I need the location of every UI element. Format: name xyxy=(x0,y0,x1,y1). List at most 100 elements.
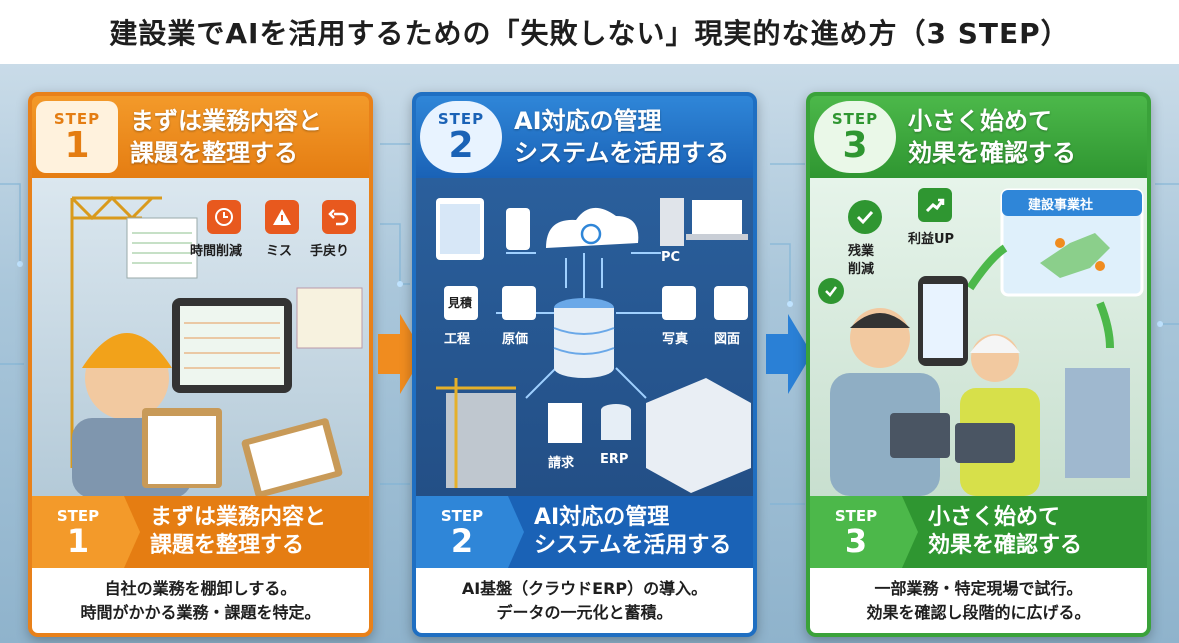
step3-summary-badge: STEP 3 xyxy=(810,496,918,568)
papers-stack xyxy=(296,287,363,349)
step1-badge-number: 1 xyxy=(64,125,90,166)
background: STEP 1 まずは業務内容と 課題を整理する xyxy=(0,64,1179,643)
step2-scene xyxy=(436,198,751,493)
step2-badge: STEP 2 xyxy=(420,101,502,173)
hardhat-icon xyxy=(970,335,1020,353)
step2-summary-label: STEP xyxy=(440,507,484,525)
step1-header: STEP 1 まずは業務内容と 課題を整理する xyxy=(32,96,369,178)
step1-card: STEP 1 まずは業務内容と 課題を整理する xyxy=(28,92,373,637)
step1-summary-badge: STEP 1 xyxy=(32,496,140,568)
map-pin-icon xyxy=(1055,238,1065,248)
worker-body xyxy=(830,373,940,496)
label-reduction: 削減 xyxy=(848,262,875,277)
step3-description: 一部業務・特定現場で試行。 効果を確認し段階的に広げる。 xyxy=(810,568,1147,633)
label-drawing: 図面 xyxy=(714,332,741,347)
down-arrow-icon xyxy=(1096,301,1114,349)
warning-icon xyxy=(265,200,299,234)
step2-badge-number: 2 xyxy=(448,125,474,166)
step3-summary-label: STEP xyxy=(834,507,878,525)
growth-arrow-icon xyxy=(966,244,1008,291)
step3-illustration: 残業 削減 利益UP 建設事業社 xyxy=(810,178,1147,496)
label-cost: 原価 xyxy=(502,332,529,347)
step3-badge: STEP 3 xyxy=(814,101,896,173)
step1-summary-line2: 課題を整理する xyxy=(150,533,305,558)
image-icon xyxy=(714,286,748,320)
step1-summary-number: 1 xyxy=(66,522,90,560)
schedule-doc-icon xyxy=(502,286,536,320)
step2-heading: AI対応の管理 システムを活用する xyxy=(514,105,729,169)
icon-label-mistake: ミス xyxy=(266,244,293,259)
office-building-icon xyxy=(1065,368,1130,478)
step3-heading-line1: 小さく始めて xyxy=(908,107,1052,135)
step2-summary-badge: STEP 2 xyxy=(416,496,524,568)
step1-summary-label: STEP xyxy=(56,507,100,525)
step3-summary-heading: 小さく始めて 効果を確認する xyxy=(928,504,1082,560)
step3-summary-number: 3 xyxy=(844,522,868,560)
step3-desc-line2: 効果を確認し段階的に広げる。 xyxy=(866,602,1091,622)
step3-heading-line2: 効果を確認する xyxy=(908,139,1076,167)
japan-map-icon xyxy=(1040,233,1110,278)
circuit-pattern xyxy=(0,143,1179,505)
arrow-right-icon xyxy=(766,314,812,394)
step1-summary-heading: まずは業務内容と 課題を整理する xyxy=(150,504,326,560)
step3-badge-number: 3 xyxy=(842,125,868,166)
step3-scene xyxy=(830,188,1144,496)
step2-illustration: PC 見積 工程 原価 写真 図面 請求 ERP xyxy=(416,178,753,496)
label-erp: ERP xyxy=(600,452,629,467)
step2-desc-line1: AI基盤（クラウドERP）の導入。 xyxy=(461,578,708,598)
step1-desc-line2: 時間がかかる業務・課題を特定。 xyxy=(80,602,321,622)
step2-summary-heading: AI対応の管理 システムを活用する xyxy=(534,504,731,560)
label-company: 建設事業社 xyxy=(1028,198,1094,213)
step2-card: STEP 2 AI対応の管理 システムを活用する xyxy=(412,92,757,637)
step1-badge: STEP 1 xyxy=(36,101,118,173)
camera-icon xyxy=(662,286,696,320)
sync-icon xyxy=(580,223,602,245)
step3-summary-header: STEP 3 小さく始めて 効果を確認する xyxy=(810,496,1147,568)
phone-device-icon xyxy=(506,208,530,250)
tablet-icon xyxy=(955,423,1015,463)
label-invoice: 請求 xyxy=(548,456,575,471)
icon-label-time: 時間削減 xyxy=(190,244,243,259)
step2-summary-header: STEP 2 AI対応の管理 システムを活用する xyxy=(416,496,753,568)
trend-up-icon xyxy=(918,188,952,222)
tablet-icon xyxy=(890,413,950,458)
icon-label-rework: 手戻り xyxy=(310,244,350,259)
check-icon xyxy=(848,200,882,234)
step2-description: AI基盤（クラウドERP）の導入。 データの一元化と蓄積。 xyxy=(416,568,753,633)
step1-illustration: 時間削減 ミス 手戻り xyxy=(32,178,369,496)
label-schedule: 工程 xyxy=(444,332,471,347)
step3-card: STEP 3 小さく始めて 効果を確認する xyxy=(806,92,1151,637)
step1-heading: まずは業務内容と 課題を整理する xyxy=(130,105,322,169)
step1-summary-line1: まずは業務内容と xyxy=(150,505,327,530)
label-pc: PC xyxy=(661,250,681,265)
label-photo: 写真 xyxy=(662,332,689,347)
map-pin-icon xyxy=(1095,261,1105,271)
label-profit-up: 利益UP xyxy=(908,232,955,247)
step1-heading-line2: 課題を整理する xyxy=(130,139,298,167)
hardhat-icon xyxy=(82,333,172,368)
step1-heading-line1: まずは業務内容と xyxy=(130,107,322,135)
step3-header: STEP 3 小さく始めて 効果を確認する xyxy=(810,96,1147,178)
step1-scene xyxy=(70,195,363,496)
step2-heading-line1: AI対応の管理 xyxy=(514,107,662,135)
step3-desc-line1: 一部業務・特定現場で試行。 xyxy=(874,578,1083,598)
step1-summary-header: STEP 1 まずは業務内容と 課題を整理する xyxy=(32,496,369,568)
laptop-icon xyxy=(692,200,742,234)
undo-icon xyxy=(322,200,356,234)
step3-summary-line2: 効果を確認する xyxy=(928,533,1083,558)
step3-summary-line1: 小さく始めて xyxy=(928,505,1061,530)
step2-heading-line2: システムを活用する xyxy=(514,139,730,167)
step2-desc-line2: データの一元化と蓄積。 xyxy=(496,602,673,622)
office-room-icon xyxy=(646,378,751,493)
step1-badge-label: STEP xyxy=(53,110,101,128)
step2-summary-line2: システムを活用する xyxy=(534,533,732,558)
step3-badge-label: STEP xyxy=(831,110,879,128)
label-estimate: 見積 xyxy=(448,296,473,310)
pc-tower-icon xyxy=(660,198,684,246)
step3-heading: 小さく始めて 効果を確認する xyxy=(908,105,1076,169)
step1-description: 自社の業務を棚卸しする。 時間がかかる業務・課題を特定。 xyxy=(32,568,369,633)
invoice-icon xyxy=(548,403,582,443)
arrow-right-icon xyxy=(378,314,424,394)
check-small-icon xyxy=(818,278,844,304)
step2-header: STEP 2 AI対応の管理 システムを活用する xyxy=(416,96,753,178)
